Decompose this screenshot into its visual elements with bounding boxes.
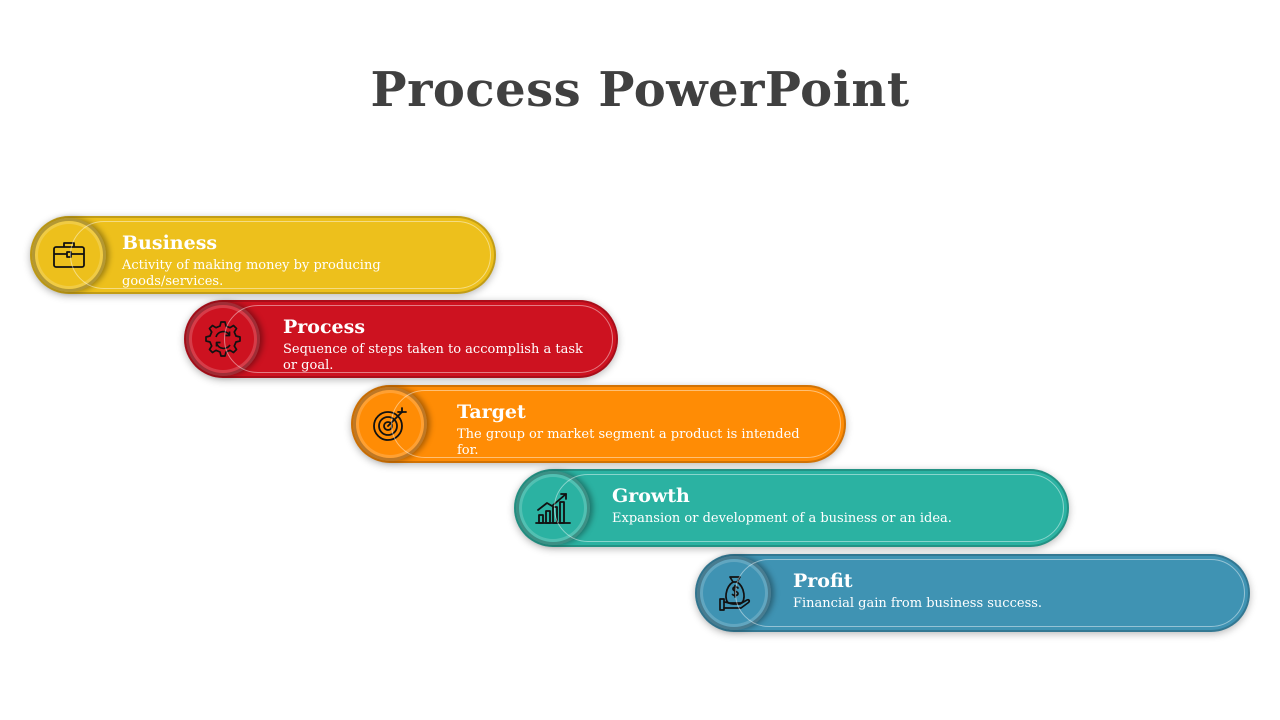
gear-cycle-icon — [205, 321, 241, 357]
step-target-description: The group or market segment a product is… — [457, 427, 800, 458]
money-bag-hand-icon — [719, 576, 751, 611]
growth-chart-icon — [535, 493, 571, 524]
step-growth-description: Expansion or development of a business o… — [612, 511, 952, 526]
step-profit-description: Financial gain from business success. — [793, 596, 1043, 611]
step-growth-title: Growth — [612, 485, 690, 507]
step-business-description: Activity of making money by producing go… — [122, 258, 381, 289]
step-profit: Profit Financial gain from business succ… — [695, 554, 1250, 632]
step-profit-title: Profit — [793, 570, 853, 592]
step-business-title: Business — [122, 232, 218, 254]
step-target: Target The group or market segment a pro… — [351, 385, 846, 463]
step-profit-icon-circle — [697, 556, 771, 630]
step-growth: Growth Expansion or development of a bus… — [514, 469, 1069, 547]
target-icon — [373, 407, 407, 441]
step-process-description: Sequence of steps taken to accomplish a … — [283, 342, 583, 373]
step-business-icon-circle — [32, 218, 106, 292]
slide-title: Process PowerPoint — [370, 62, 910, 118]
step-process: Process Sequence of steps taken to accom… — [184, 300, 618, 378]
briefcase-icon — [53, 242, 85, 268]
step-process-icon-circle — [186, 302, 260, 376]
step-business: Business Activity of making money by pro… — [30, 216, 496, 294]
step-target-icon-circle — [353, 387, 427, 461]
step-growth-icon-circle — [516, 471, 590, 545]
step-process-title: Process — [283, 316, 366, 338]
step-target-title: Target — [457, 401, 526, 423]
